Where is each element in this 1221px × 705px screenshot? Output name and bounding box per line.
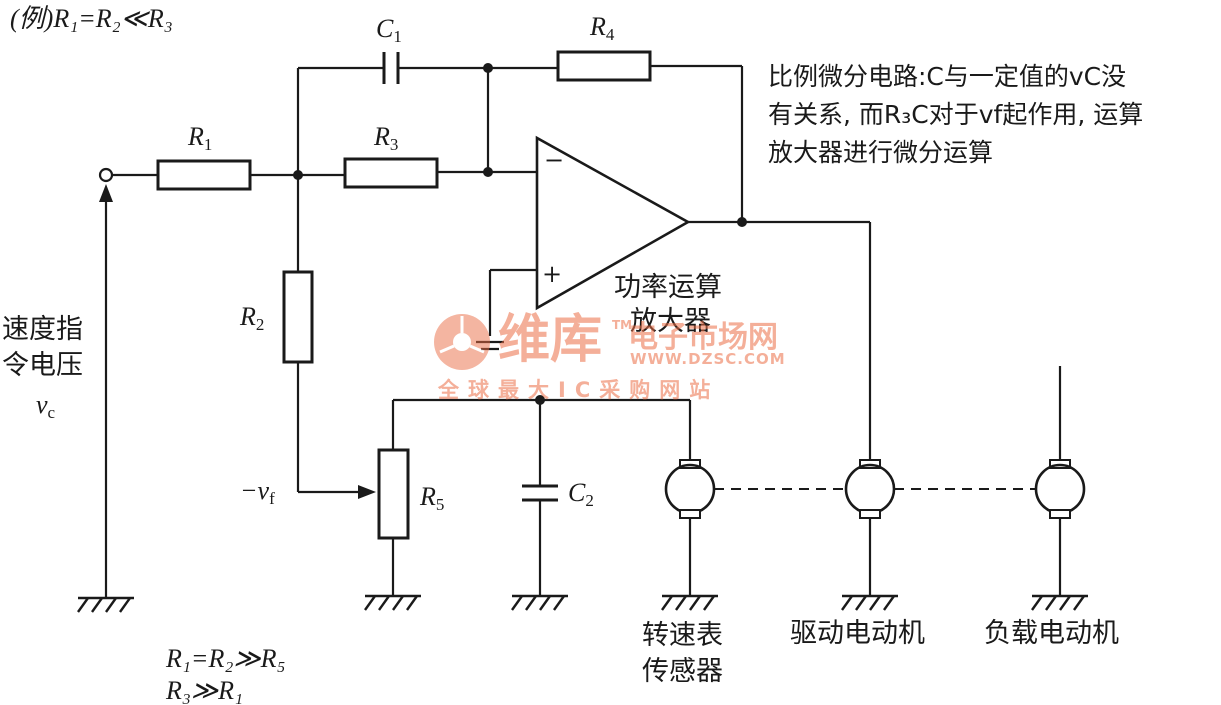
label-r2: R2 [240, 302, 265, 334]
watermark-market: 电子市场网 [628, 320, 778, 355]
wiper-arrow [358, 485, 376, 499]
ground-drive [841, 594, 898, 611]
label-r5: R5 [420, 482, 445, 514]
drive-motor-caption: 驱动电动机 [790, 618, 925, 649]
tacho-caption-line-1: 转速表 [642, 620, 723, 651]
resistor-r3 [343, 157, 439, 189]
tacho-motor [664, 459, 716, 596]
opamp-caption-line-1: 功率运算 [614, 272, 722, 303]
opamp-plus-sign: + [542, 260, 563, 288]
label-minus-vf: −vf [240, 476, 275, 508]
watermark-logo-icon [434, 314, 490, 370]
opamp-caption-line-2: 放大器 [630, 306, 711, 337]
watermark-slogan: 全球最大IC采购网站 [438, 378, 720, 402]
label-c1: C1 [376, 14, 402, 46]
load-motor [1034, 366, 1086, 596]
description-line-1: 比例微分电路:C与一定值的vC没 [768, 62, 1127, 91]
label-r4: R4 [590, 12, 615, 44]
resistor-r5 [377, 448, 410, 540]
ground-load [1031, 594, 1088, 611]
watermark-url: WWW.DZSC.COM [630, 350, 786, 368]
input-arrow [99, 184, 113, 202]
ground-c2 [511, 594, 568, 611]
speed-command-line-1: 速度指 [2, 314, 83, 345]
power-opamp [535, 135, 691, 311]
drive-motor [844, 222, 896, 596]
resistor-r2 [282, 270, 314, 364]
watermark-brand: 维库 [498, 310, 603, 370]
ground-tacho [661, 594, 718, 611]
ground-input [77, 596, 134, 613]
label-r1: R1 [188, 122, 213, 154]
resistor-r4 [556, 50, 652, 82]
label-r3: R3 [374, 122, 399, 154]
input-terminal [98, 167, 114, 183]
ground-r5 [364, 594, 421, 611]
opamp-minus-sign: − [544, 146, 565, 174]
watermark-tm: TM [612, 318, 633, 332]
load-motor-caption: 负载电动机 [984, 618, 1119, 649]
description-line-2: 有关系, 而R₃C对于vf起作用, 运算 [768, 100, 1144, 129]
resistor-r1 [156, 159, 252, 191]
label-c2: C2 [568, 478, 594, 510]
bottom-condition-1: R₁=R₂≫R₅ [166, 644, 286, 673]
tacho-caption-line-2: 传感器 [642, 656, 723, 687]
description-line-3: 放大器进行微分运算 [768, 138, 994, 167]
bottom-condition-2: R₃≫R₁ [166, 676, 244, 705]
top-condition: (例)R₁=R₂≪R₃ [10, 4, 173, 33]
speed-command-line-2: 令电压 [2, 350, 83, 381]
label-vc: vc [36, 390, 56, 422]
